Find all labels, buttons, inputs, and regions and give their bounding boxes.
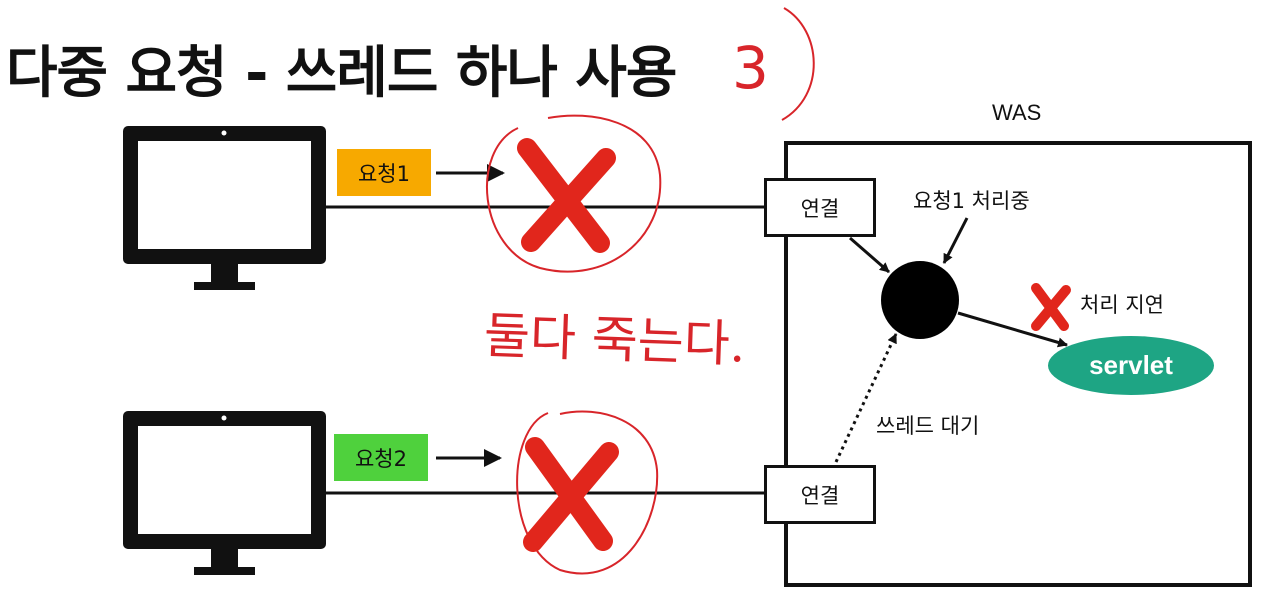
handwritten-note: 둘다 죽는다. xyxy=(482,306,747,374)
cross-circle-2 xyxy=(516,410,659,575)
connection-box-1: 연결 xyxy=(764,178,876,237)
request-label-2: 요청2 xyxy=(334,434,428,481)
processing-label: 요청1 처리중 xyxy=(913,189,1030,213)
client-monitor-2 xyxy=(123,411,326,575)
page-title: 다중 요청 - 쓰레드 하나 사용 xyxy=(6,41,677,106)
request-label-1: 요청1 xyxy=(337,149,431,196)
title-annotation-bracket xyxy=(781,7,815,121)
cross-circle-1 xyxy=(486,114,662,273)
title-annotation: 3 xyxy=(732,34,769,102)
client-monitor-1 xyxy=(123,126,326,290)
was-label: WAS xyxy=(992,100,1042,125)
waiting-label: 쓰레드 대기 xyxy=(876,414,980,438)
connection-box-2: 연결 xyxy=(764,465,876,524)
servlet-node: servlet xyxy=(1048,336,1214,395)
delay-label: 처리 지연 xyxy=(1080,293,1164,317)
